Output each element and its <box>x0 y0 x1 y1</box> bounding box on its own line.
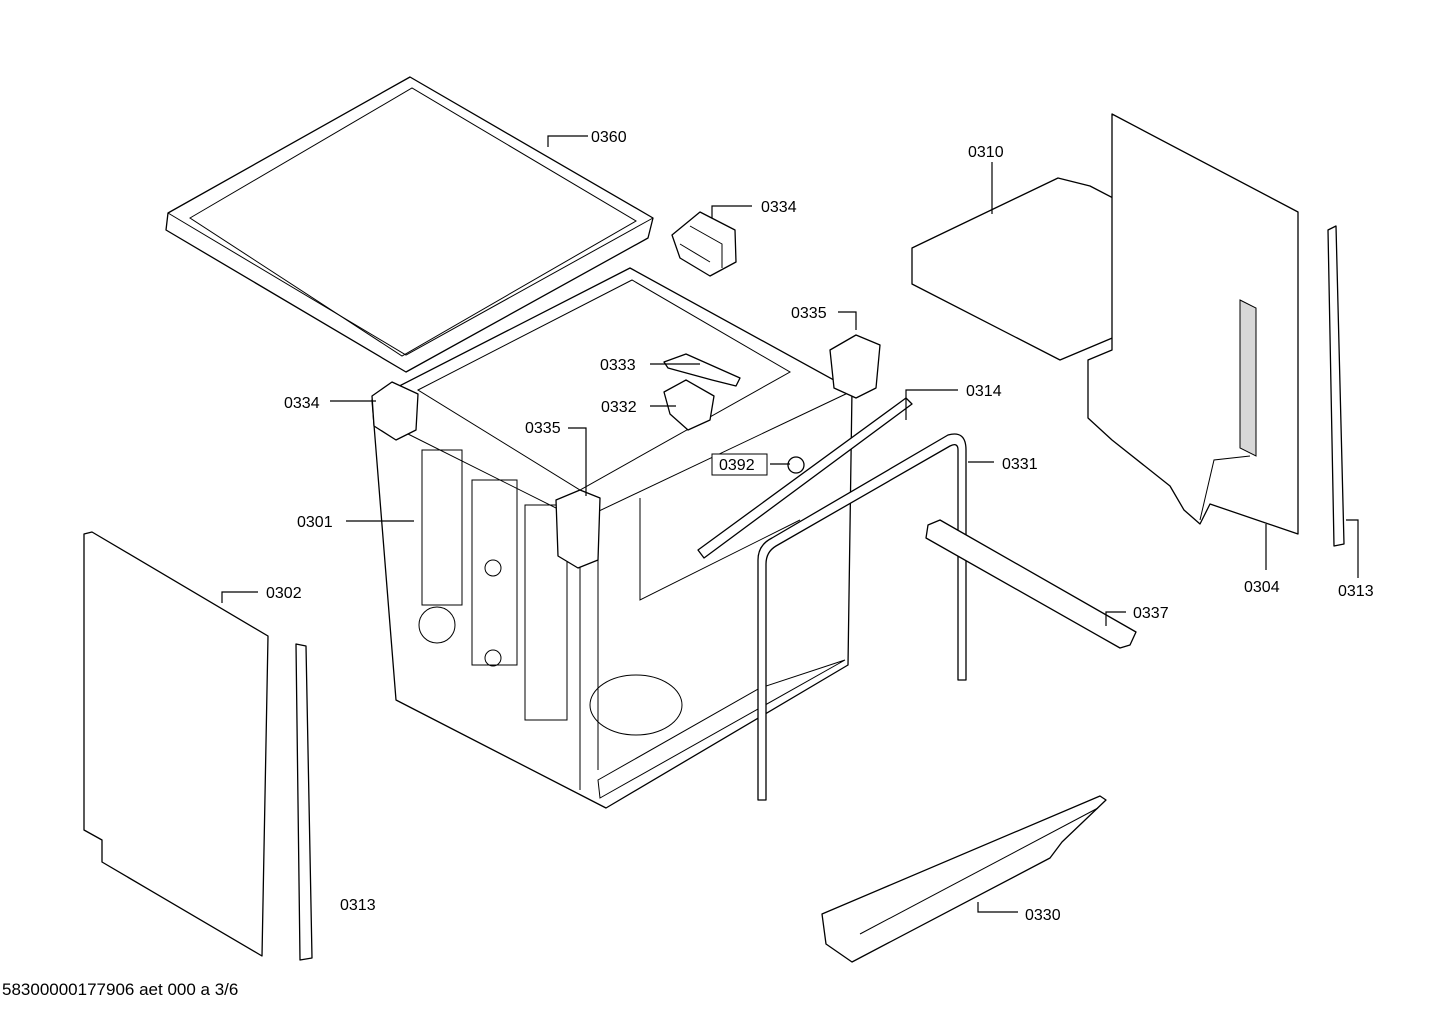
part-0337-bar <box>925 519 1137 649</box>
part-0301-tub <box>371 267 853 809</box>
part-0331-door-seal <box>757 433 967 801</box>
label-0330: 0330 <box>1025 907 1061 924</box>
part-0302-front-panel <box>83 531 269 957</box>
drawing-reference-number: 58300000177906 aet 000 a 3/6 <box>2 980 239 999</box>
part-0313-right-strip <box>1327 225 1345 547</box>
part-0334-left-clip <box>371 381 419 441</box>
leader-lines <box>221 135 1359 913</box>
part-0314-rail <box>697 397 913 559</box>
label-0335-front: 0335 <box>525 420 561 437</box>
part-0360-top-cover <box>165 76 654 373</box>
label-0302: 0302 <box>266 585 302 602</box>
part-0333-sensor <box>663 353 741 387</box>
label-0301: 0301 <box>297 514 333 531</box>
label-0335-top: 0335 <box>791 305 827 322</box>
label-0310: 0310 <box>968 144 1004 161</box>
label-0313-left: 0313 <box>340 897 376 914</box>
label-0392-box <box>711 453 768 476</box>
part-0304-side-panel <box>1087 113 1299 535</box>
label-0304: 0304 <box>1244 579 1280 596</box>
part-0335-front-hinge <box>555 489 601 569</box>
label-0337: 0337 <box>1133 605 1169 622</box>
label-0313-right: 0313 <box>1338 583 1374 600</box>
label-0331: 0331 <box>1002 456 1038 473</box>
part-0332-bracket <box>663 379 715 431</box>
label-0334-top: 0334 <box>761 199 797 216</box>
part-0335-top-hinge <box>829 334 881 399</box>
part-0392-valve <box>787 456 805 474</box>
label-0332: 0332 <box>601 399 637 416</box>
label-0360: 0360 <box>591 129 627 146</box>
label-0392: 0392 <box>719 457 755 474</box>
part-0330-kickplate <box>821 795 1107 963</box>
label-0334-left: 0334 <box>284 395 320 412</box>
part-0334-upper-clip <box>671 211 737 277</box>
label-0333: 0333 <box>600 357 636 374</box>
label-0314: 0314 <box>966 383 1002 400</box>
part-0313-left-strip <box>295 643 313 961</box>
